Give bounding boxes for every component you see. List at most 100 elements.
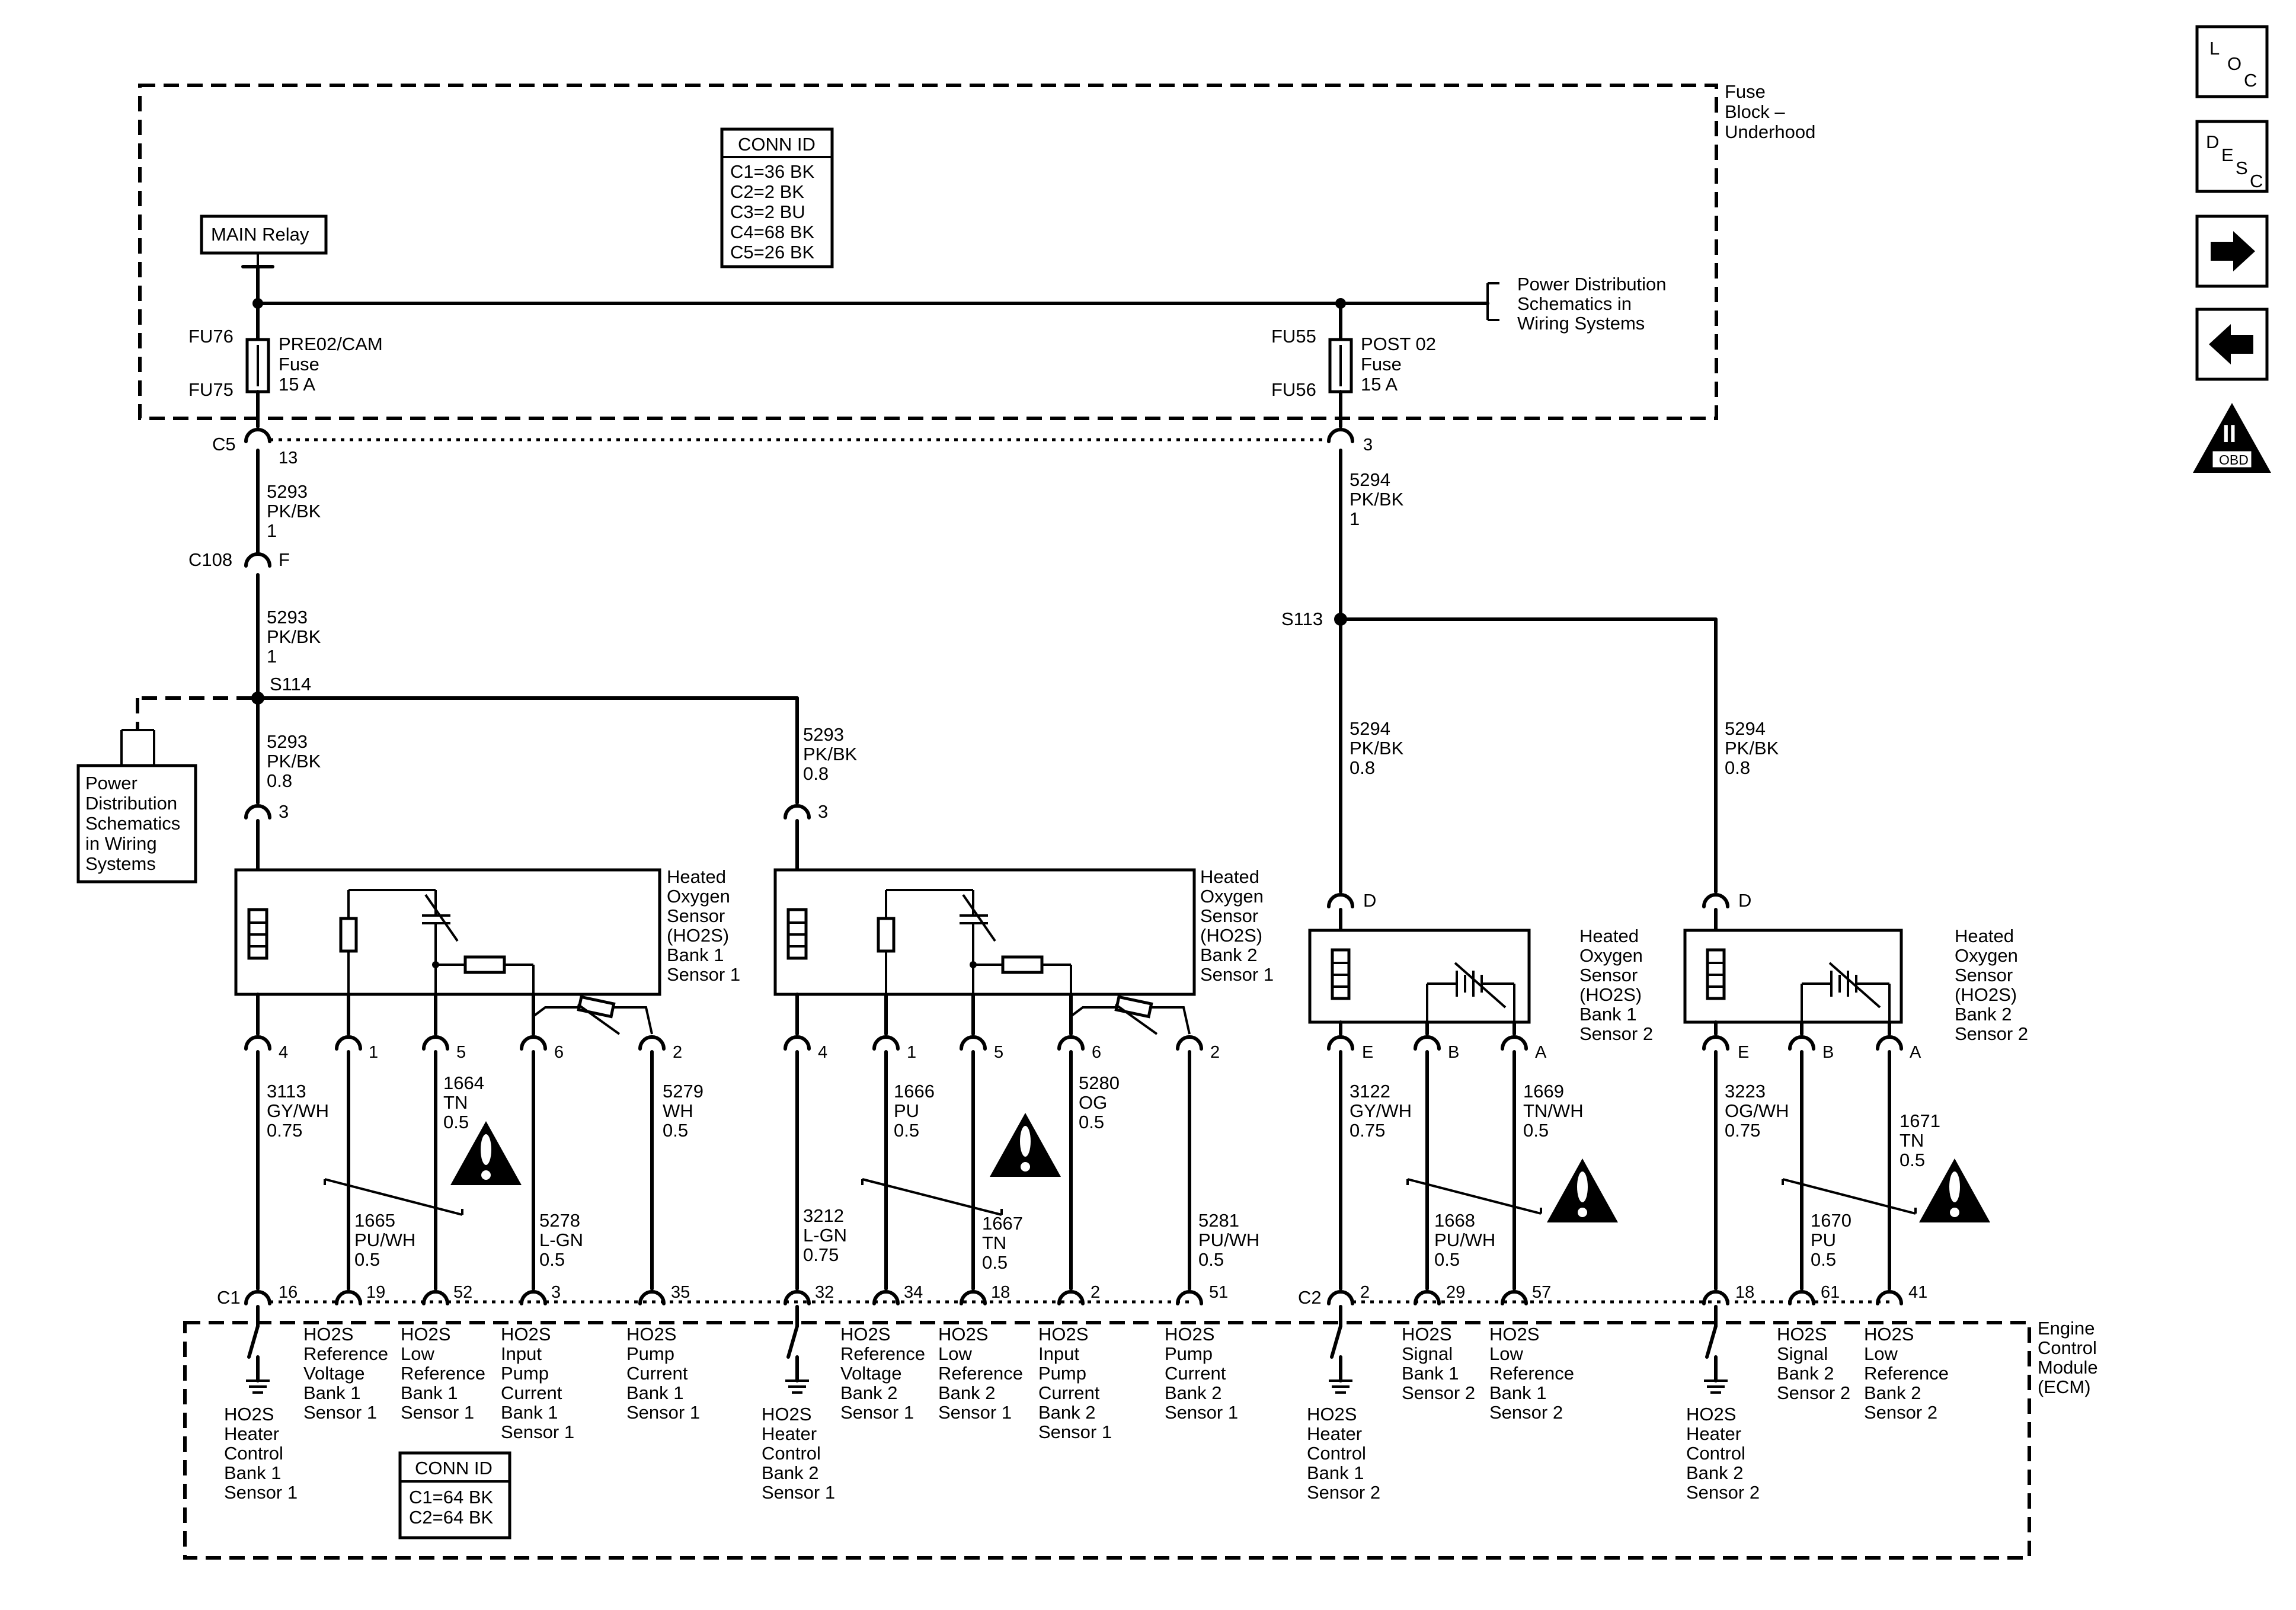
sensor-label: Oxygen	[1955, 945, 2018, 966]
caution-icon	[990, 1113, 1061, 1177]
svg-text:C1=64 BK: C1=64 BK	[409, 1487, 494, 1507]
pin-label: D	[1363, 890, 1376, 911]
connector-c5: C5 13 3	[212, 428, 1373, 468]
svg-text:Low: Low	[1864, 1343, 1898, 1364]
svg-text:Sensor 2: Sensor 2	[1777, 1382, 1850, 1403]
conn-id-line: C4=68 BK	[730, 222, 815, 242]
sensor-label: Oxygen	[1579, 945, 1643, 966]
ecm-function-pump-b2s1: HO2S Pump Current Bank 2 Sensor 1	[1165, 1324, 1238, 1423]
svg-text:Current: Current	[1038, 1382, 1100, 1403]
svg-text:HO2S: HO2S	[1165, 1324, 1214, 1345]
pin-label: 35	[671, 1283, 690, 1302]
pin-label: F	[279, 549, 290, 570]
ecm-function-signal-b1s2: HO2S Signal Bank 1 Sensor 2	[1402, 1324, 1475, 1403]
loc-letter: L	[2209, 38, 2220, 59]
wire-label: PK/BK	[803, 744, 858, 764]
pin-label: 1	[907, 1043, 916, 1062]
wire-label: PK/BK	[267, 501, 321, 521]
splice-label: S114	[270, 674, 311, 694]
connector-label: C5	[212, 434, 236, 454]
svg-text:Current: Current	[1165, 1363, 1226, 1384]
svg-text:HO2S: HO2S	[626, 1324, 676, 1345]
loc-button[interactable]: L O C	[2195, 25, 2269, 98]
wire-label: OG	[1079, 1092, 1107, 1113]
pin-label: 61	[1821, 1283, 1840, 1302]
connector-c108: C108 F	[188, 549, 290, 570]
wire-label: 3223	[1725, 1081, 1766, 1102]
wire-label: L-GN	[539, 1230, 583, 1250]
pin-label: 3	[818, 801, 828, 822]
wire-label: 0.5	[663, 1120, 688, 1141]
svg-text:HO2S: HO2S	[840, 1324, 890, 1345]
fuse-ref: FU55	[1271, 326, 1316, 347]
svg-text:Bank 1: Bank 1	[224, 1462, 282, 1483]
svg-text:Control: Control	[224, 1443, 283, 1464]
sensor-b1s1: 3 Heated Oxygen Sensor (HO2S) Bank 1 Sen…	[234, 801, 740, 1062]
svg-text:Low: Low	[401, 1343, 434, 1364]
pin-label: E	[1362, 1043, 1373, 1062]
pin-label: 2	[1091, 1283, 1100, 1302]
fuse-label: 15 A	[1361, 374, 1398, 395]
ecm-label: Engine	[2038, 1318, 2095, 1339]
ecm-label: Module	[2038, 1357, 2098, 1378]
svg-text:Control: Control	[1686, 1443, 1745, 1464]
svg-text:Sensor 1: Sensor 1	[303, 1402, 377, 1423]
wire-label: 5281	[1198, 1210, 1239, 1231]
pin-label: 3	[279, 801, 289, 822]
obd-ii-badge[interactable]: OBD II II	[2193, 403, 2271, 473]
svg-text:Signal: Signal	[1402, 1343, 1453, 1364]
svg-text:Bank 2: Bank 2	[1038, 1402, 1096, 1423]
pin-label: 41	[1908, 1283, 1927, 1302]
wire-label: 0.8	[267, 770, 292, 791]
svg-text:Sensor 1: Sensor 1	[1165, 1402, 1238, 1423]
wire-label: 0.5	[354, 1249, 380, 1270]
pin-label: 16	[279, 1283, 298, 1302]
svg-text:Sensor 1: Sensor 1	[501, 1422, 574, 1442]
ecm-function-lowref-b1s2: HO2S Low Reference Bank 1 Sensor 2	[1489, 1324, 1574, 1423]
svg-text:Sensor 2: Sensor 2	[1864, 1402, 1937, 1423]
svg-text:Sensor 2: Sensor 2	[1686, 1482, 1760, 1503]
svg-text:Sensor 1: Sensor 1	[626, 1402, 700, 1423]
svg-text:HO2S: HO2S	[1777, 1324, 1827, 1345]
sensor-b2s1: 3 Heated Oxygen Sensor (HO2S) Bank 2 Sen…	[773, 801, 1274, 1062]
svg-text:Bank 2: Bank 2	[938, 1382, 996, 1403]
svg-text:Sensor 1: Sensor 1	[762, 1482, 835, 1503]
fuse-block-label-3: Underhood	[1725, 121, 1815, 142]
svg-text:HO2S: HO2S	[1864, 1324, 1914, 1345]
pin-label: 2	[673, 1043, 682, 1062]
svg-text:HO2S: HO2S	[762, 1404, 811, 1425]
wire-label: WH	[663, 1100, 693, 1121]
svg-text:Sensor 1: Sensor 1	[840, 1402, 914, 1423]
sensor-label: (HO2S)	[1579, 984, 1642, 1005]
ecm-function-lowref-b1s1: HO2S Low Reference Bank 1 Sensor 1	[401, 1324, 485, 1423]
fuse-ref: FU75	[188, 379, 234, 400]
fuse-pre02-cam: FU76 FU75 PRE02/CAM Fuse 15 A	[188, 326, 383, 400]
svg-text:Pump: Pump	[1038, 1363, 1086, 1384]
wire-label: 0.5	[539, 1249, 565, 1270]
wire-label: 0.5	[1079, 1112, 1104, 1132]
pin-label: 2	[1360, 1283, 1370, 1302]
wire-label: GY/WH	[1350, 1100, 1412, 1121]
desc-button[interactable]: D E S C	[2195, 120, 2269, 193]
ecm-function-pump-b1s1: HO2S Pump Current Bank 1 Sensor 1	[626, 1324, 700, 1423]
fuse-post-02: FU55 FU56 POST 02 Fuse 15 A	[1271, 326, 1436, 400]
sensor-label: Sensor 2	[1955, 1023, 2028, 1044]
wire-label: 5293	[803, 724, 844, 745]
arrow-left-icon	[2209, 324, 2253, 364]
fuse-label: Fuse	[279, 354, 319, 375]
obd-badge-label: OBD II	[2219, 452, 2260, 468]
sensor-b2s2: D Heated Oxygen Sensor (HO2S) Bank 2 Sen…	[1683, 890, 2028, 1062]
wire-label: 0.8	[1725, 757, 1750, 778]
prev-button[interactable]	[2195, 308, 2269, 381]
fuse-block-label-1: Fuse	[1725, 81, 1766, 102]
pin-label: E	[1738, 1043, 1749, 1062]
conn-id-line: C5=26 BK	[730, 242, 815, 263]
wire-label: 0.5	[982, 1252, 1008, 1273]
ecm-function-input-b2s1: HO2S Input Pump Current Bank 2 Sensor 1	[1038, 1324, 1112, 1442]
svg-text:Bank 2: Bank 2	[1864, 1382, 1921, 1403]
wire-label: 1	[267, 646, 277, 667]
svg-text:Reference: Reference	[1864, 1363, 1949, 1384]
svg-text:Sensor 2: Sensor 2	[1307, 1482, 1380, 1503]
obd-numeral: II	[2223, 420, 2236, 447]
next-button[interactable]	[2195, 215, 2269, 288]
